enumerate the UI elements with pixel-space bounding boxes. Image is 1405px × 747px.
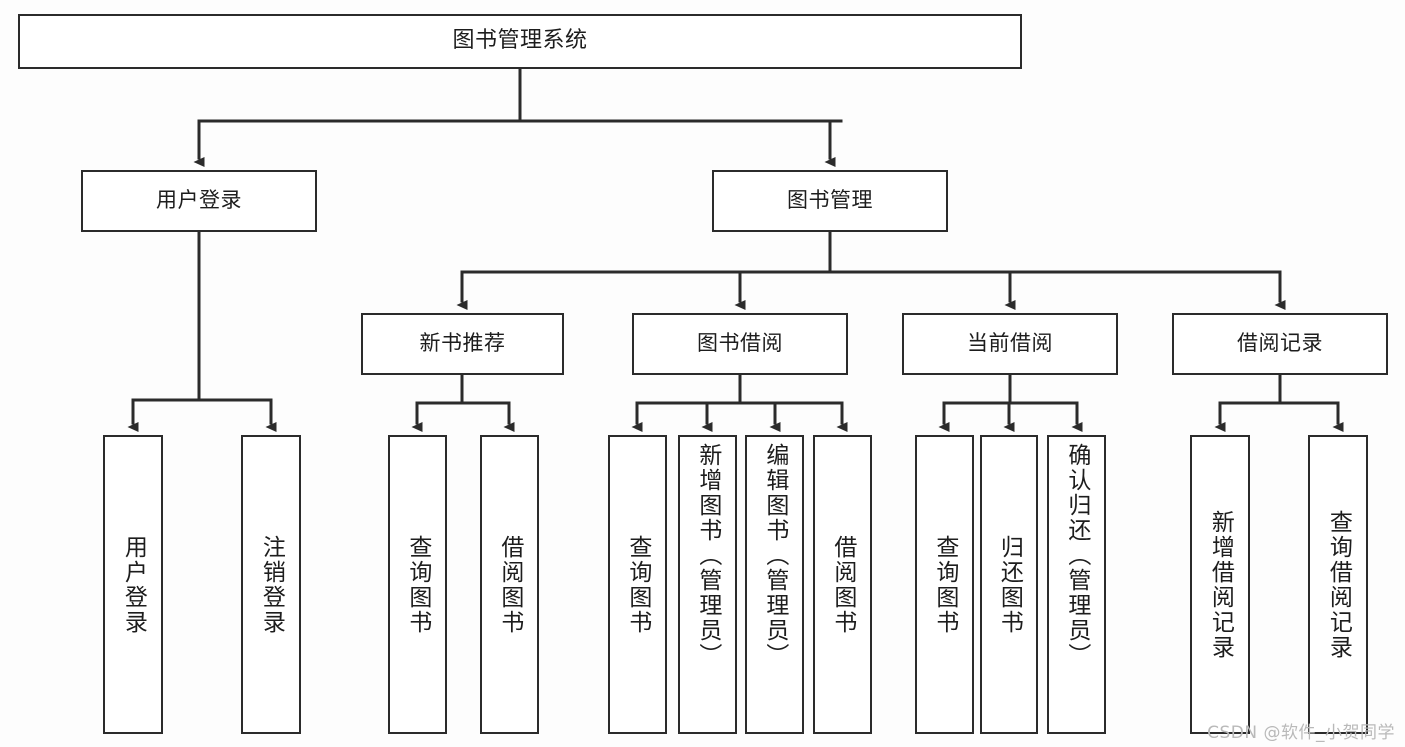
leaf-query-book-borrow[interactable]: 查询图书 (608, 435, 667, 734)
node-book-borrow[interactable]: 图书借阅 (632, 313, 848, 375)
leaf-borrow-book-label: 借阅图书 (829, 534, 856, 635)
leaf-borrow-book[interactable]: 借阅图书 (813, 435, 872, 734)
node-book-management[interactable]: 图书管理 (712, 170, 948, 232)
leaf-add-borrow-record[interactable]: 新增借阅记录 (1190, 435, 1250, 734)
node-current-borrow-label: 当前借阅 (967, 331, 1053, 356)
leaf-user-login-label: 用户登录 (120, 534, 147, 635)
leaf-confirm-return-admin-label: 确认归还（管理员） (1063, 443, 1090, 668)
node-book-management-label: 图书管理 (787, 188, 873, 213)
leaf-add-book-admin[interactable]: 新增图书（管理员） (678, 435, 737, 734)
leaf-return-book-label: 归还图书 (996, 534, 1023, 635)
node-root[interactable]: 图书管理系统 (18, 14, 1022, 69)
leaf-user-login[interactable]: 用户登录 (103, 435, 163, 734)
node-borrow-record[interactable]: 借阅记录 (1172, 313, 1388, 375)
leaf-confirm-return-admin[interactable]: 确认归还（管理员） (1047, 435, 1106, 734)
leaf-return-book[interactable]: 归还图书 (980, 435, 1038, 734)
node-user-login[interactable]: 用户登录 (81, 170, 317, 232)
leaf-query-book-rec[interactable]: 查询图书 (388, 435, 447, 734)
leaf-edit-book-admin-label: 编辑图书（管理员） (761, 443, 788, 668)
node-current-borrow[interactable]: 当前借阅 (902, 313, 1118, 375)
leaf-edit-book-admin[interactable]: 编辑图书（管理员） (745, 435, 804, 734)
leaf-borrow-book-rec-label: 借阅图书 (496, 534, 523, 635)
leaf-borrow-book-rec[interactable]: 借阅图书 (480, 435, 539, 734)
node-new-book-recommend-label: 新书推荐 (419, 331, 506, 356)
leaf-query-book-borrow-label: 查询图书 (624, 534, 651, 635)
leaf-add-borrow-record-label: 新增借阅记录 (1207, 509, 1234, 660)
leaf-query-book-rec-label: 查询图书 (404, 534, 431, 635)
leaf-add-book-admin-label: 新增图书（管理员） (694, 443, 721, 668)
leaf-query-borrow-record-label: 查询借阅记录 (1325, 509, 1352, 660)
node-book-borrow-label: 图书借阅 (697, 331, 783, 356)
leaf-logout-login-label: 注销登录 (258, 534, 285, 635)
node-new-book-recommend[interactable]: 新书推荐 (361, 313, 564, 375)
node-user-login-label: 用户登录 (156, 188, 242, 213)
leaf-query-book-current[interactable]: 查询图书 (915, 435, 974, 734)
leaf-query-borrow-record[interactable]: 查询借阅记录 (1308, 435, 1368, 734)
csdn-watermark: CSDN @软件_小贺同学 (1207, 723, 1395, 743)
node-borrow-record-label: 借阅记录 (1237, 331, 1323, 356)
leaf-logout-login[interactable]: 注销登录 (241, 435, 301, 734)
leaf-query-book-current-label: 查询图书 (931, 534, 958, 635)
node-root-label: 图书管理系统 (452, 28, 588, 54)
